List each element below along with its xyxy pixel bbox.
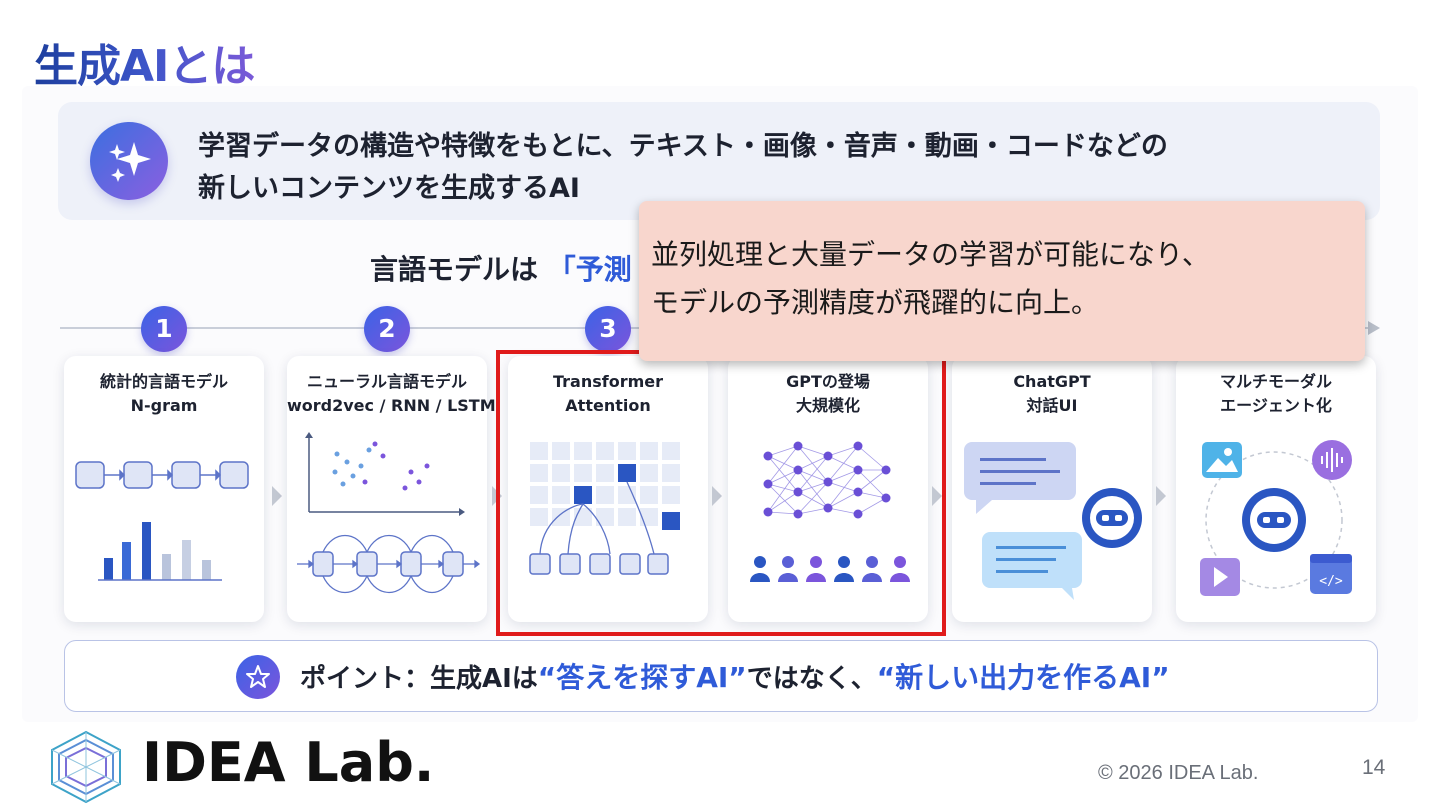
card-title-line2: Attention: [565, 396, 651, 415]
card-title-line2: 対話UI: [1026, 396, 1078, 415]
point-emphasis-1: “答えを探すAI”: [537, 661, 747, 694]
chevron-right-icon: [932, 486, 942, 506]
card-gpt: GPTの登場 大規模化: [728, 356, 928, 622]
highlight-box: [496, 350, 946, 636]
card-transformer: Transformer Attention: [508, 356, 708, 622]
point-bar: [64, 640, 1378, 712]
svg-text:</>: </>: [1319, 574, 1343, 589]
copyright: © 2026 IDEA Lab.: [1098, 762, 1259, 784]
card-title: マルチモーダル エージェント化: [1176, 370, 1376, 418]
definition-line-1: 学習データの構造や特徴をもとに、テキスト・画像・音声・動画・コードなどの: [198, 131, 1168, 162]
hexagon-logo-icon: [44, 728, 128, 810]
definition-box: [58, 102, 1380, 220]
attention-illustration-icon: [529, 442, 680, 575]
network-illustration-icon: [750, 441, 910, 582]
callout-note: 並列処理と大量データの学習が可能になり、 モデルの予測精度が飛躍的に向上。: [639, 201, 1365, 361]
card-title-line2: word2vec / RNN / LSTM: [287, 396, 496, 415]
card-title-line1: Transformer: [552, 372, 663, 391]
chat-illustration-icon: [964, 442, 1142, 600]
card-multimodal: マルチモーダル エージェント化 </>: [1176, 356, 1376, 622]
step-badge-3: 3: [585, 306, 631, 352]
card-chatgpt: ChatGPT 対話UI: [952, 356, 1152, 622]
sparkle-icon: [90, 122, 168, 200]
point-prefix: ポイント：生成AIは: [300, 664, 538, 694]
point-text: ポイント：生成AIは“答えを探すAI”ではなく、“新しい出力を作るAI”: [300, 658, 1170, 699]
page-number: 14: [1362, 756, 1386, 779]
point-middle: ではなく、: [746, 664, 877, 694]
card-title-line1: ChatGPT: [1013, 372, 1091, 391]
callout-line-2: モデルの予測精度が飛躍的に向上。: [651, 286, 1100, 319]
card-title-line1: 統計的言語モデル: [99, 372, 228, 391]
card-title: ChatGPT 対話UI: [952, 370, 1152, 418]
card-title-line2: 大規模化: [795, 396, 860, 415]
star-icon: [236, 655, 280, 699]
multimodal-illustration-icon: </>: [1200, 440, 1352, 596]
card-ngram: 統計的言語モデル N-gram: [64, 356, 264, 622]
logo-text: IDEA Lab.: [142, 731, 435, 794]
subheading: 言語モデルは 「予測: [370, 248, 632, 288]
timeline-arrow-icon: [1368, 321, 1380, 335]
card-title: Transformer Attention: [508, 370, 708, 418]
chevron-right-icon: [1156, 486, 1166, 506]
card-title: GPTの登場 大規模化: [728, 370, 928, 418]
card-title-line1: GPTの登場: [786, 372, 870, 391]
card-title-line2: N-gram: [130, 396, 198, 415]
subheading-accent: 「予測: [547, 253, 632, 286]
card-neural: ニューラル言語モデル word2vec / RNN / LSTM: [287, 356, 496, 622]
point-emphasis-2: “新しい出力を作るAI”: [876, 661, 1170, 694]
ngram-illustration-icon: [75, 461, 249, 581]
card-title-line2: エージェント化: [1220, 396, 1332, 415]
card-title: 統計的言語モデル N-gram: [64, 370, 264, 418]
neural-illustration-icon: [297, 432, 481, 593]
card-title-line1: マルチモーダル: [1219, 372, 1332, 391]
chevron-right-icon: [272, 486, 282, 506]
subheading-prefix: 言語モデルは: [370, 253, 539, 286]
definition-line-2: 新しいコンテンツを生成するAI: [198, 173, 580, 204]
callout-text: 並列処理と大量データの学習が可能になり、 モデルの予測精度が飛躍的に向上。: [651, 231, 1210, 327]
definition-text: 学習データの構造や特徴をもとに、テキスト・画像・音声・動画・コードなどの 新しい…: [198, 126, 1298, 210]
slide-title: 生成AIとは: [34, 30, 255, 94]
step-badge-1: 1: [141, 306, 187, 352]
step-badge-2: 2: [364, 306, 410, 352]
card-title-line1: ニューラル言語モデル: [306, 372, 467, 391]
card-title: ニューラル言語モデル word2vec / RNN / LSTM: [287, 370, 496, 418]
chevron-right-icon: [712, 486, 722, 506]
callout-line-1: 並列処理と大量データの学習が可能になり、: [651, 238, 1210, 271]
